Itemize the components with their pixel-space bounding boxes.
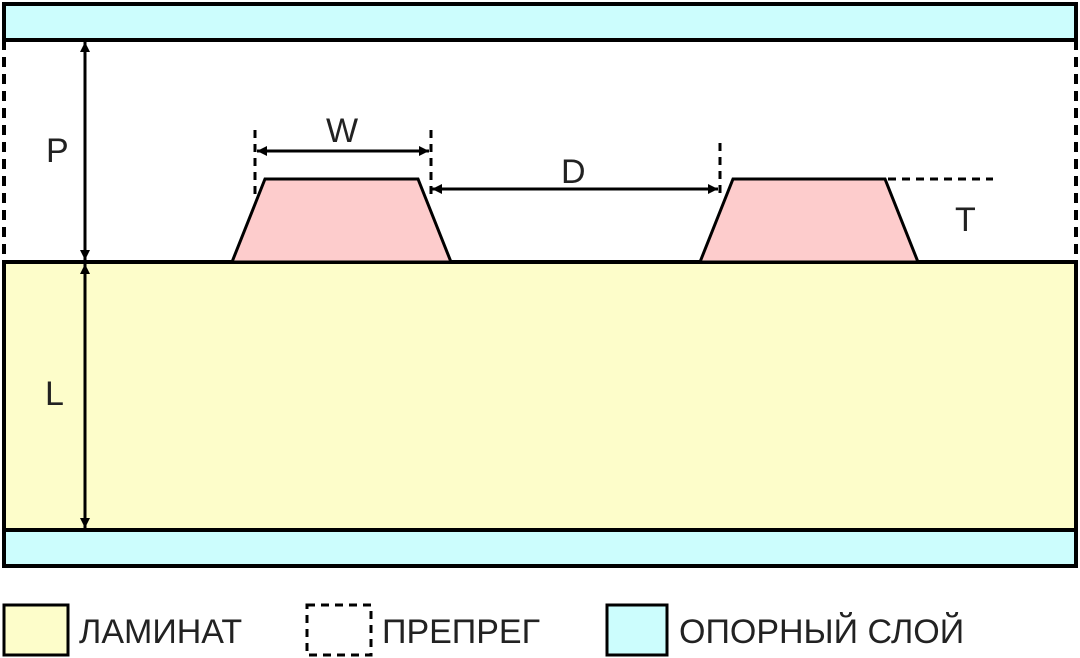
legend-swatch-support (605, 603, 669, 657)
dimension-l-label: L (45, 375, 64, 413)
legend-swatch-laminate (2, 603, 70, 657)
dimension-p-label: P (46, 132, 69, 170)
top-support-layer (2, 2, 1078, 42)
dimension-t-label: T (955, 201, 976, 239)
bottom-support-layer (2, 528, 1078, 568)
legend-label-laminate: ЛАМИНАТ (79, 613, 242, 651)
legend-label-support: ОПОРНЫЙ СЛОЙ (679, 613, 964, 651)
laminate-layer (2, 260, 1078, 532)
dimension-w-label: W (326, 112, 358, 150)
legend-label-prepreg: ПРЕПРЕГ (382, 613, 540, 651)
trace-left (229, 177, 454, 264)
dimension-d-label: D (561, 153, 586, 191)
legend: ЛАМИНАТ ПРЕПРЕГ ОПОРНЫЙ СЛОЙ (2, 603, 964, 657)
trace-right (697, 177, 921, 264)
legend-swatch-prepreg (305, 603, 373, 657)
